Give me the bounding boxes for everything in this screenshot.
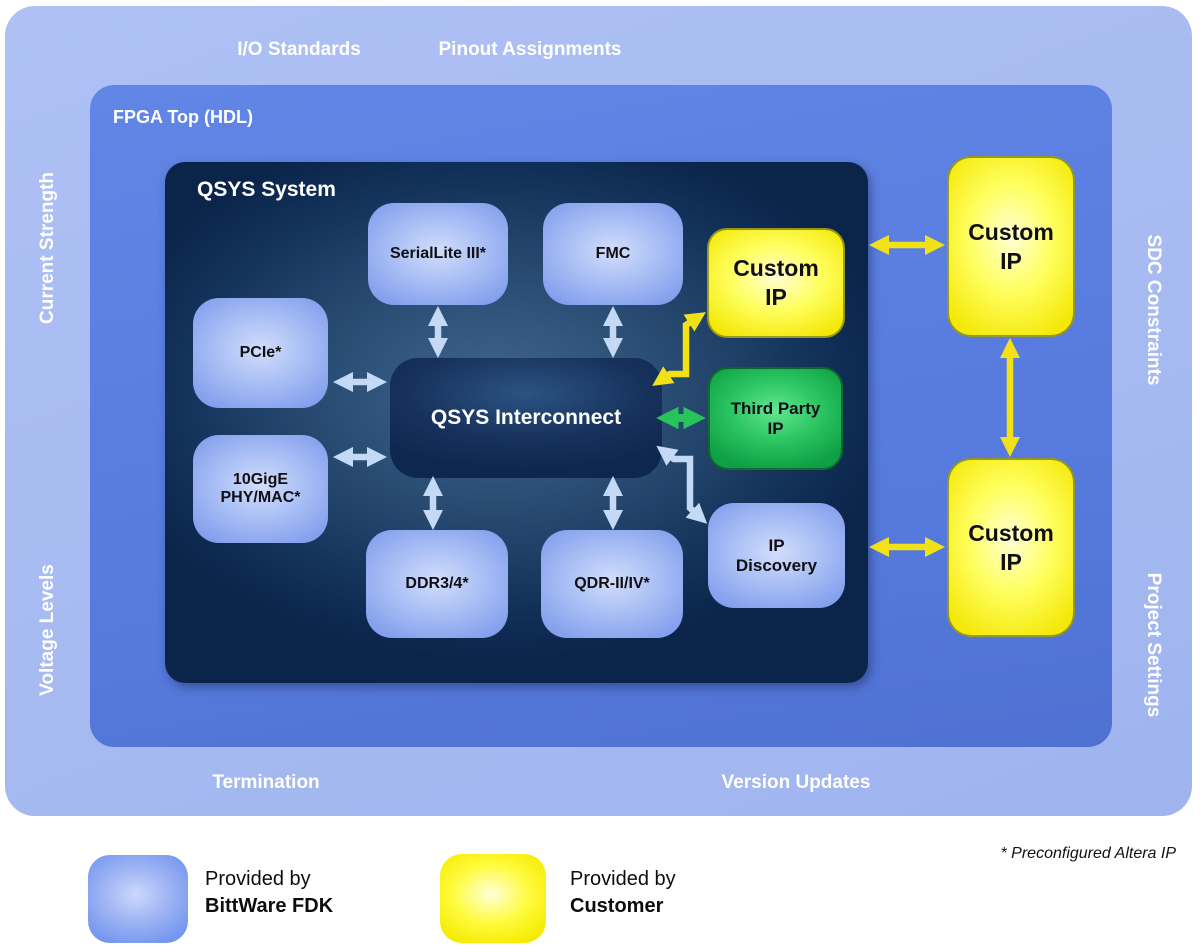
label-termination: Termination — [212, 772, 320, 793]
footnote-preconfigured-altera-ip: * Preconfigured Altera IP — [1000, 845, 1177, 862]
block-pcie: PCIe* — [193, 298, 328, 408]
legend-bittware-line2: BittWare FDK — [205, 895, 334, 917]
block-custom-ip-external-bottom: Custom IP — [947, 458, 1075, 637]
label-current-strength: Current Strength — [37, 172, 58, 324]
label-version-updates: Version Updates — [721, 772, 871, 793]
label-pinout-assignments: Pinout Assignments — [438, 39, 622, 60]
block-seriallite: SerialLite III* — [368, 203, 508, 305]
qsys-system-label: QSYS System — [197, 178, 336, 201]
block-ddr3-4: DDR3/4* — [366, 530, 508, 638]
label-io-standards: I/O Standards — [237, 39, 361, 60]
legend-label-bittware: Provided by BittWare FDK — [205, 866, 333, 920]
legend-swatch-customer — [440, 854, 546, 943]
block-fmc: FMC — [543, 203, 683, 305]
legend-customer-line2: Customer — [570, 895, 664, 917]
label-sdc-constraints: SDC Constraints — [1143, 234, 1164, 386]
label-voltage-levels: Voltage Levels — [37, 564, 58, 696]
block-qdr-ii-iv: QDR-II/IV* — [541, 530, 683, 638]
block-qsys-interconnect: QSYS Interconnect — [390, 358, 662, 478]
block-ip-discovery: IP Discovery — [708, 503, 845, 608]
block-third-party-ip: Third Party IP — [708, 367, 843, 470]
block-custom-ip-external-top: Custom IP — [947, 156, 1075, 337]
fpga-top-label: FPGA Top (HDL) — [113, 107, 253, 127]
block-10gige-phy-mac: 10GigE PHY/MAC* — [193, 435, 328, 543]
legend-swatch-bittware — [88, 855, 188, 943]
legend-bittware-line1: Provided by — [205, 868, 311, 890]
block-custom-ip-internal: Custom IP — [707, 228, 845, 338]
legend-customer-line1: Provided by — [570, 868, 676, 890]
label-project-settings: Project Settings — [1143, 572, 1164, 718]
legend-label-customer: Provided by Customer — [570, 866, 676, 920]
